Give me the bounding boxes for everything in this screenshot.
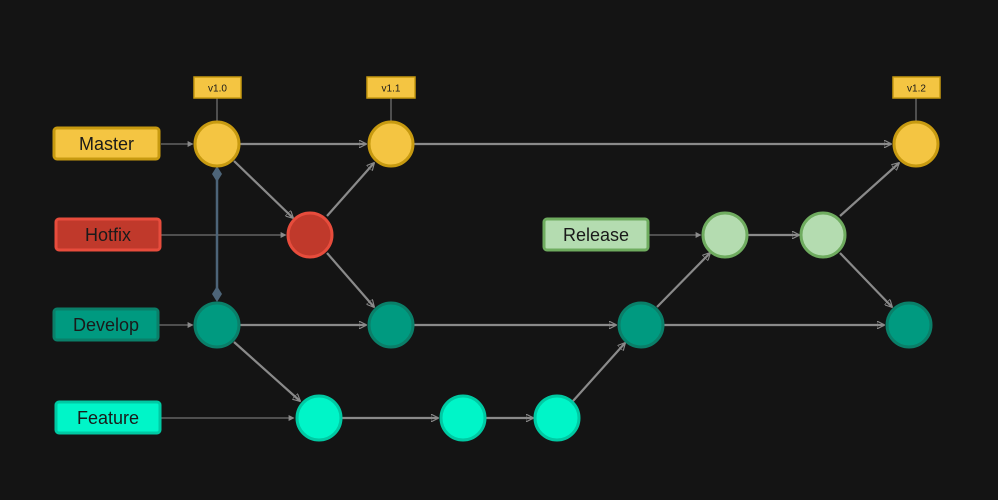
branch-label-release[interactable]: Release [542,217,650,252]
connector-diamond-top-icon [212,166,222,182]
commit-develop-3[interactable] [617,301,665,349]
commit-develop-1[interactable] [193,301,241,349]
commit-master-1[interactable] [193,120,241,168]
branch-label-develop[interactable]: Develop [52,307,160,342]
branch-label-release-text: Release [563,225,629,245]
commit-release-1[interactable] [701,211,749,259]
commit-develop-4[interactable] [885,301,933,349]
master-develop-connector [212,166,222,302]
commit-feature-2[interactable] [439,394,487,442]
branch-label-feature-text: Feature [77,408,139,428]
commit-develop-2[interactable] [367,301,415,349]
edge-release-2-to-master-3 [839,163,899,217]
tag-stems [216,98,917,121]
version-tag-v1-2[interactable]: v1.2 [892,76,941,99]
commit-feature-3[interactable] [533,394,581,442]
branch-label-master-text: Master [79,134,134,154]
commit-feature-1[interactable] [295,394,343,442]
edge-release-2-to-develop-4 [839,252,892,307]
version-tag-v1-2-text: v1.2 [907,84,926,95]
version-tag-v1-1-text: v1.1 [382,84,401,95]
branch-label-develop-text: Develop [73,315,139,335]
commit-hotfix-1[interactable] [286,211,334,259]
edge-hotfix-to-develop-2 [326,252,374,307]
commit-master-2[interactable] [367,120,415,168]
version-tag-v1-0[interactable]: v1.0 [193,76,242,99]
edge-feature-3-to-develop-3 [572,343,625,402]
commit-nodes [193,120,940,442]
connector-diamond-bottom-icon [212,286,222,302]
edge-master-1-to-hotfix [233,160,293,218]
commit-edges [233,144,899,418]
edge-develop-3-to-release-1 [656,253,710,308]
label-connectors [159,141,702,421]
branch-label-feature[interactable]: Feature [54,400,162,435]
branch-labels: Master Hotfix Release Develop Feature [52,126,650,435]
version-tag-v1-1[interactable]: v1.1 [366,76,416,99]
commit-master-3[interactable] [892,120,940,168]
branch-label-hotfix[interactable]: Hotfix [54,217,162,252]
branch-label-master[interactable]: Master [52,126,161,161]
commit-release-2[interactable] [799,211,847,259]
version-tags: v1.0 v1.1 v1.2 [193,76,941,99]
edge-hotfix-to-master-2 [326,163,374,217]
version-tag-v1-0-text: v1.0 [208,84,227,95]
edge-develop-1-to-feature-1 [233,341,300,401]
branch-label-hotfix-text: Hotfix [85,225,131,245]
